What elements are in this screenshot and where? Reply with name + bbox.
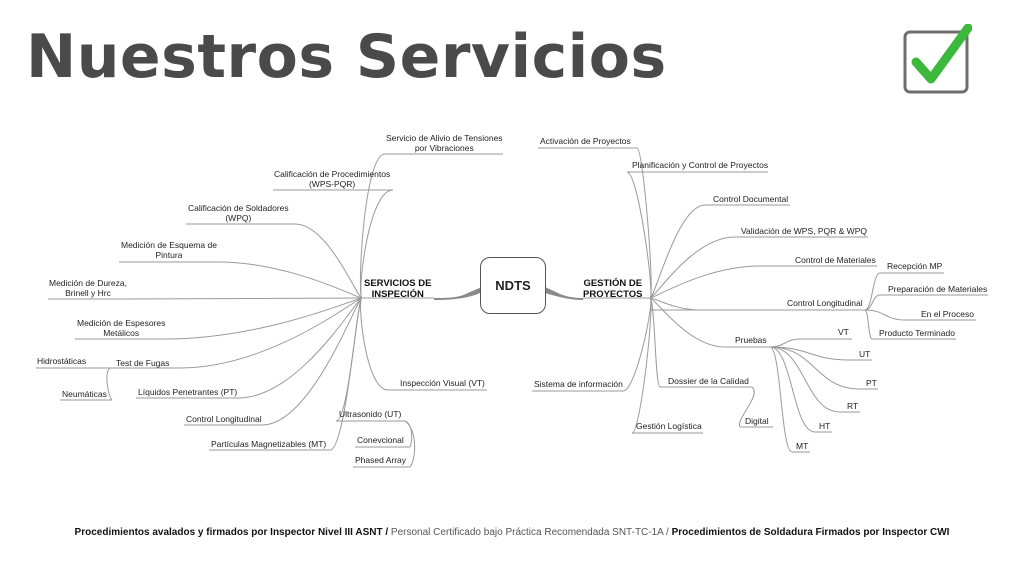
connector-line: [738, 386, 755, 428]
node-wps-pqr: Calificación de Procedimientos(WPS-PQR): [274, 169, 390, 189]
connector-line: [649, 297, 726, 348]
connector-line: [622, 297, 652, 392]
node-vt: VT: [838, 327, 849, 337]
node-ut: UT: [859, 349, 871, 359]
connector-line: [649, 204, 706, 299]
connector-line: [237, 297, 363, 399]
connector-line: [649, 236, 736, 299]
footer-part-3: Procedimientos de Soldadura Firmados por…: [671, 527, 950, 538]
node-test-fugas: Test de Fugas: [116, 358, 170, 368]
node-dureza: Medición de Dureza,Brinell y Hrc: [49, 278, 127, 298]
node-recepcion-mp: Recepción MP: [887, 261, 943, 271]
connector-line: [631, 297, 652, 434]
node-convencional: Conevcional: [357, 435, 404, 445]
node-en-proceso: En el Proceso: [921, 309, 974, 319]
node-control-documental: Control Documental: [713, 194, 789, 204]
connector-line: [294, 223, 363, 299]
connector-line: [404, 420, 413, 448]
connector-line: [106, 367, 113, 401]
node-dossier-calidad: Dossier de la Calidad: [668, 376, 749, 386]
hub-line: SERVICIOS DE: [364, 278, 432, 289]
hub-line: GESTIÓN DE: [583, 278, 643, 289]
right-trunk: [545, 287, 583, 300]
node-line: por Vibraciones: [414, 143, 474, 153]
node-gestion-logistica: Gestión Logística: [636, 421, 702, 431]
node-digital: Digital: [745, 416, 769, 426]
page-title: Nuestros Servicios: [26, 22, 667, 92]
connector-line: [769, 346, 861, 390]
connector-line: [179, 297, 363, 369]
node-inspeccion-visual: Inspección Visual (VT): [400, 378, 485, 388]
connector-line: [769, 346, 816, 433]
connector-line: [864, 272, 881, 311]
node-ultrasonido: Ultrasonido (UT): [339, 409, 402, 419]
node-activacion: Activación de Proyectos: [540, 136, 631, 146]
connector-line: [649, 297, 661, 388]
connector-line: [769, 346, 851, 361]
node-pt: PT: [866, 378, 877, 388]
connector-line: [360, 297, 389, 391]
node-hidrostaticas: Hidrostáticas: [37, 356, 87, 366]
node-producto-terminado: Producto Terminado: [879, 328, 955, 338]
connector-line: [626, 171, 652, 299]
connector-line: [649, 297, 701, 311]
node-validacion: Validación de WPS, PQR & WPQ: [741, 226, 867, 236]
footer-part-1: Procedimientos avalados y firmados por I…: [74, 527, 389, 538]
connector-line: [404, 420, 416, 468]
connector-line: [261, 297, 363, 426]
node-ht: HT: [819, 421, 831, 431]
node-line: Medición de Espesores: [77, 318, 166, 328]
connector-line: [636, 147, 652, 299]
node-phased-array: Phased Array: [355, 455, 407, 465]
connector-line: [360, 189, 394, 299]
node-line: Calificación de Procedimientos: [274, 169, 391, 179]
node-line: Servicio de Alivio de Tensiones: [386, 133, 503, 143]
connector-line: [165, 297, 363, 340]
hub-line: PROYECTOS: [583, 289, 643, 300]
footer-part-2: Personal Certificado bajo Práctica Recom…: [388, 527, 672, 538]
node-control-longitudinal: Control Longitudinal: [787, 298, 863, 308]
node-planificacion: Planificación y Control de Proyectos: [632, 160, 769, 170]
checkmark-icon: [903, 24, 972, 94]
connector-line: [217, 261, 363, 299]
node-preparacion: Preparación de Materiales: [888, 284, 988, 294]
footer-note: Procedimientos avalados y firmados por I…: [0, 527, 1024, 538]
connector-line: [769, 338, 801, 348]
center-node-ndts: NDTS: [480, 257, 546, 314]
node-particulas-magnetizables: Partículas Magnetizables (MT): [211, 439, 327, 449]
node-line: Metálicos: [103, 328, 140, 338]
node-control-materiales: Control de Materiales: [795, 255, 876, 265]
node-line: (WPQ): [225, 213, 252, 223]
node-mt: MT: [796, 441, 809, 451]
node-sistema-informacion: Sistema de información: [534, 379, 623, 389]
node-line: Calificación de Soldadores: [188, 203, 289, 213]
connector-line: [769, 346, 841, 413]
node-line: Brinell y Hrc: [65, 288, 111, 298]
node-line: (WPS-PQR): [308, 179, 356, 189]
node-line: Medición de Dureza,: [49, 278, 127, 288]
node-line: Pintura: [155, 250, 183, 260]
node-rt: RT: [847, 401, 859, 411]
node-wpq: Calificación de Soldadores(WPQ): [188, 203, 289, 223]
node-pruebas: Pruebas: [735, 335, 767, 345]
node-neumaticas: Neumáticas: [62, 389, 107, 399]
connector-line: [127, 297, 363, 300]
node-liquidos-penetrantes: Líquidos Penetrantes (PT): [138, 387, 238, 397]
connector-line: [864, 309, 906, 321]
node-control-longitudinal: Control Longitudinal: [186, 414, 262, 424]
connector-line: [769, 346, 793, 453]
connector-line: [864, 309, 873, 340]
hub-line: INSPECIÓN: [371, 289, 424, 300]
left-trunk: [434, 287, 482, 300]
node-line: Medición de Esquema de: [121, 240, 217, 250]
connector-line: [649, 265, 761, 299]
connector-line: [335, 297, 363, 422]
